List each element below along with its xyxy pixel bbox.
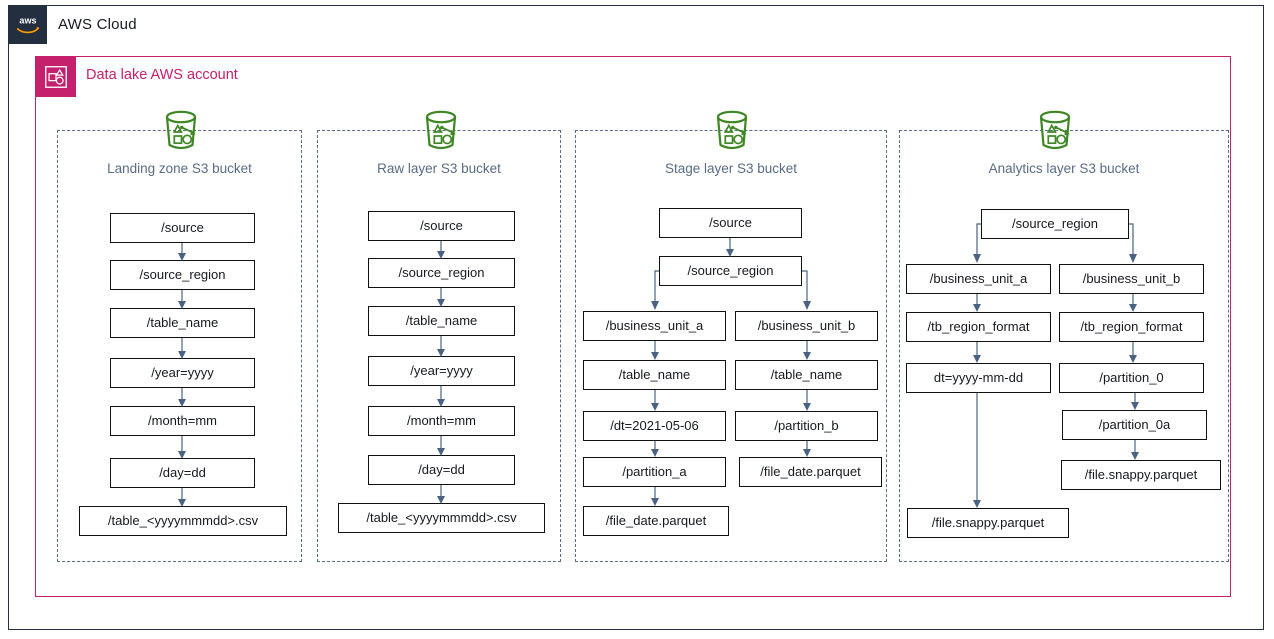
node-stage-source: /source: [659, 208, 802, 238]
bucket-group-raw-layer: Raw layer S3 bucket: [317, 110, 561, 562]
node-landing-file: /table_<yyyymmmdd>.csv: [79, 506, 287, 536]
node-landing-day: /day=dd: [110, 458, 255, 488]
node-raw-day: /day=dd: [368, 455, 515, 485]
aws-cloud-title: AWS Cloud: [58, 16, 137, 33]
node-analytics-partition-0a: /partition_0a: [1062, 410, 1207, 440]
node-landing-source: /source: [110, 213, 255, 243]
s3-bucket-icon: [1029, 105, 1081, 157]
node-analytics-partition-0: /partition_0: [1059, 363, 1204, 393]
node-raw-table-name: /table_name: [368, 306, 515, 336]
svg-text:aws: aws: [19, 15, 36, 25]
s3-bucket-icon: [415, 105, 467, 157]
node-stage-dt: /dt=2021-05-06: [583, 411, 726, 441]
node-stage-source-region: /source_region: [659, 256, 802, 286]
aws-account-icon: [35, 56, 76, 97]
node-stage-file-a: /file_date.parquet: [583, 506, 729, 536]
node-landing-table-name: /table_name: [110, 308, 255, 338]
node-raw-year: /year=yyyy: [368, 356, 515, 386]
node-landing-source-region: /source_region: [110, 260, 255, 290]
node-analytics-dt: dt=yyyy-mm-dd: [906, 363, 1051, 393]
node-analytics-business-unit-a: /business_unit_a: [906, 264, 1051, 294]
node-analytics-file-b: /file.snappy.parquet: [1061, 460, 1221, 490]
node-stage-file-b: /file_date.parquet: [739, 457, 882, 487]
node-stage-partition-a: /partition_a: [583, 457, 726, 487]
node-raw-source-region: /source_region: [368, 258, 515, 288]
bucket-label-analytics-layer: Analytics layer S3 bucket: [988, 161, 1140, 176]
node-raw-month: /month=mm: [368, 406, 515, 436]
node-analytics-tb-region-format-b: /tb_region_format: [1059, 312, 1204, 342]
bucket-label-raw-layer: Raw layer S3 bucket: [377, 161, 501, 176]
bucket-group-landing-zone: Landing zone S3 bucket: [57, 110, 302, 562]
node-stage-table-name-b: /table_name: [735, 360, 878, 390]
bucket-group-analytics-layer: Analytics layer S3 bucket: [899, 110, 1229, 562]
bucket-label-landing-zone: Landing zone S3 bucket: [107, 161, 252, 176]
bucket-label-stage-layer: Stage layer S3 bucket: [664, 161, 798, 176]
node-analytics-file-a: /file.snappy.parquet: [907, 508, 1069, 538]
s3-bucket-icon: [706, 105, 758, 157]
s3-bucket-icon: [155, 105, 207, 157]
node-analytics-tb-region-format-a: /tb_region_format: [906, 312, 1051, 342]
bucket-group-stage-layer: Stage layer S3 bucket: [575, 110, 887, 562]
node-stage-partition-b: /partition_b: [735, 411, 878, 441]
node-landing-year: /year=yyyy: [110, 358, 255, 388]
node-stage-business-unit-b: /business_unit_b: [735, 311, 878, 341]
node-analytics-source-region: /source_region: [981, 209, 1129, 239]
node-landing-month: /month=mm: [110, 406, 255, 436]
node-analytics-business-unit-b: /business_unit_b: [1059, 264, 1204, 294]
node-raw-file: /table_<yyyymmmdd>.csv: [338, 503, 545, 533]
node-stage-table-name-a: /table_name: [583, 360, 726, 390]
data-lake-account-title: Data lake AWS account: [86, 67, 238, 83]
node-stage-business-unit-a: /business_unit_a: [583, 311, 726, 341]
node-raw-source: /source: [368, 211, 515, 241]
aws-logo-icon: aws: [9, 6, 47, 44]
